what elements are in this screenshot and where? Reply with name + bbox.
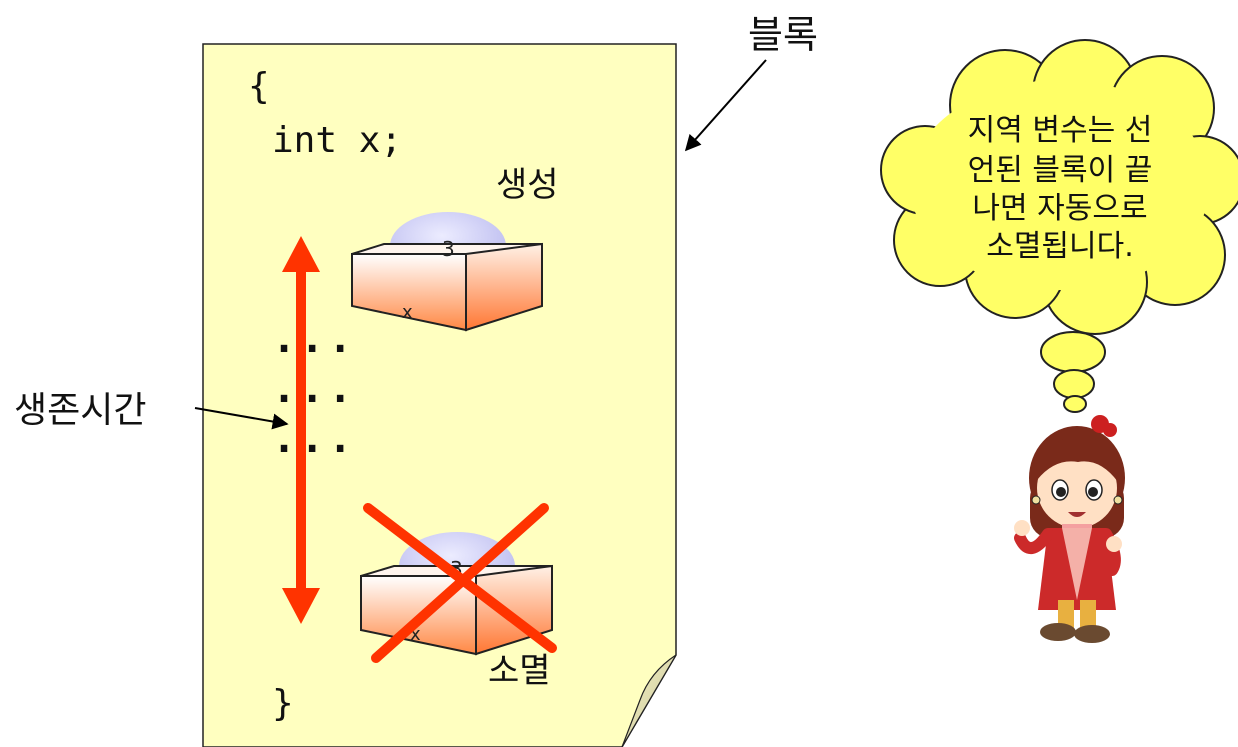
code-declaration: int x; — [272, 120, 402, 161]
close-brace: } — [272, 683, 294, 724]
block-pointer-arrow — [684, 59, 767, 152]
lifetime-pointer-arrow — [194, 407, 289, 430]
box-value: 3 — [442, 237, 455, 261]
creation-label: 생성 — [496, 165, 559, 205]
bubble-line: 나면 자동으로 — [972, 191, 1147, 226]
page-curl — [621, 654, 677, 747]
bubble-text: 지역 변수는 선 언된 블록이 끝 나면 자동으로 소멸됩니다. — [968, 113, 1153, 264]
lifetime-label: 생존시간 — [14, 390, 146, 431]
girl-character — [1014, 415, 1125, 643]
lifetime-double-arrow — [282, 236, 320, 624]
thought-bubble — [880, 39, 1238, 413]
box-variable-name: x — [402, 302, 413, 323]
variable-box-destroyed: 3 x — [360, 503, 557, 663]
bubble-line: 언된 블록이 끝 — [968, 153, 1153, 188]
bubble-line: 지역 변수는 선 — [968, 113, 1153, 148]
destroy-cross — [363, 503, 557, 663]
code-block-paper — [202, 43, 677, 747]
ellipsis-row: ... — [272, 316, 356, 362]
box-variable-name: x — [410, 624, 421, 645]
block-label: 블록 — [748, 13, 818, 57]
bubble-line: 소멸됩니다. — [986, 229, 1134, 264]
open-brace: { — [248, 66, 270, 107]
ellipsis-row: ... — [272, 366, 356, 412]
variable-box-created: 3 x — [351, 212, 543, 332]
destruction-label: 소멸 — [488, 651, 551, 691]
